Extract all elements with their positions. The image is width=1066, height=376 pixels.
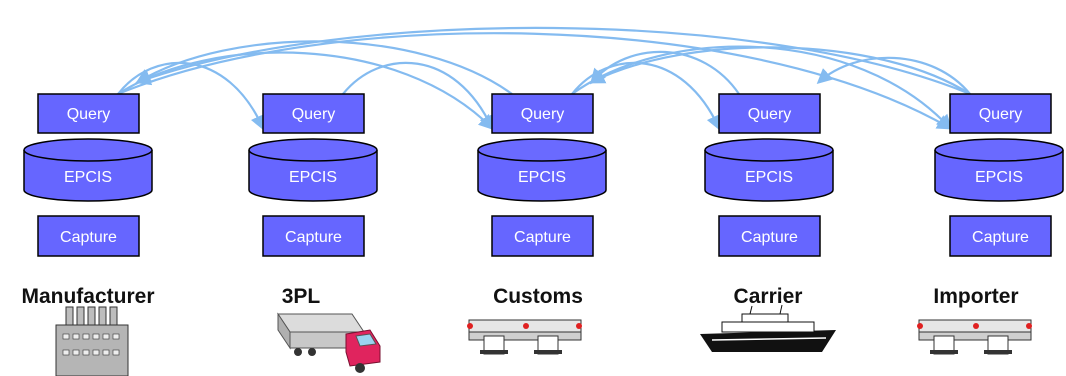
query-box[interactable] [949,93,1052,134]
query-label: Query [67,106,111,123]
node-carrier: Query EPCIS Capture Carrier [700,93,836,352]
query-arrows [117,26,971,131]
capture-label: Capture [514,229,571,246]
node-columns: Query EPCIS Capture Manufacturer [21,93,1064,376]
capture-label: Capture [60,229,117,246]
arrow-manufacturer-to-customs [117,51,495,131]
arrow-importer-to-customs [589,46,971,95]
capture-box[interactable] [491,215,594,257]
node-name: 3PL [282,285,321,308]
node-customs: Query EPCIS Capture Customs [467,93,607,355]
query-label: Query [521,106,565,123]
capture-label: Capture [741,229,798,246]
truck-icon [277,312,381,373]
node-name: Carrier [734,285,803,308]
query-box[interactable] [718,93,821,134]
arrow-3pl-to-customs [342,61,494,131]
query-label: Query [292,106,336,123]
node-name: Manufacturer [21,285,154,308]
node-importer: Query EPCIS Capture Importer [917,93,1064,355]
epcis-label: EPCIS [975,169,1023,186]
node-name: Importer [933,285,1018,308]
arrow-carrier-to-customs [589,50,740,95]
capture-box[interactable] [262,215,365,257]
factory-icon [55,306,129,376]
epcis-label: EPCIS [745,169,793,186]
capture-box[interactable] [718,215,821,257]
capture-box[interactable] [37,215,140,257]
port-icon [467,319,582,355]
arrow-customs-to-importer [571,45,953,131]
epcis-label: EPCIS [64,169,112,186]
query-box[interactable] [491,93,594,134]
capture-label: Capture [285,229,342,246]
epcis-cylinder[interactable] [934,138,1064,202]
capture-label: Capture [972,229,1029,246]
epcis-cylinder[interactable] [704,138,834,202]
node-3pl: Query EPCIS Capture 3PL [248,93,381,373]
arrow-importer-to-manufacturer [135,26,971,96]
epcis-cylinder[interactable] [477,138,607,202]
node-manufacturer: Query EPCIS Capture Manufacturer [21,93,155,376]
epcis-cylinder[interactable] [248,138,378,202]
arrow-importer-to-carrier [816,56,971,95]
epcis-label: EPCIS [289,169,337,186]
epcis-label: EPCIS [518,169,566,186]
arrow-customs-to-carrier [571,61,721,131]
ship-icon [700,304,836,352]
query-box[interactable] [37,93,140,134]
node-name: Customs [493,285,583,308]
epcis-cylinder[interactable] [23,138,153,202]
arrow-manufacturer-to-importer [117,32,953,130]
port-icon [917,319,1032,355]
query-box[interactable] [262,93,365,134]
query-label: Query [979,106,1023,123]
query-label: Query [748,106,792,123]
capture-box[interactable] [949,215,1052,257]
